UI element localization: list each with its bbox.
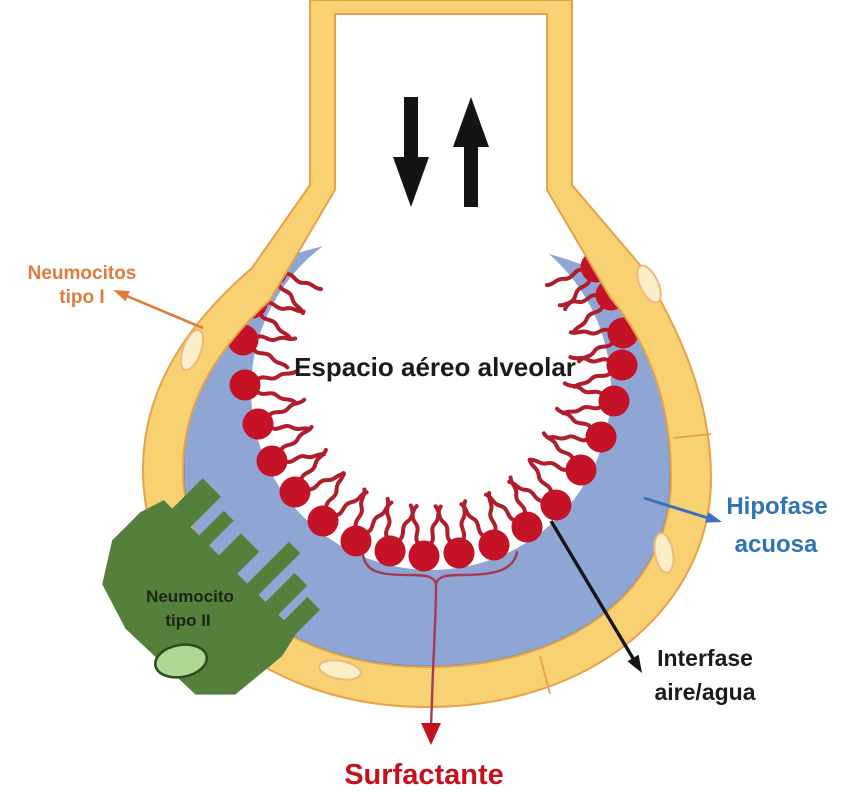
pneumocyte1-label-line1: Neumocitos: [28, 263, 137, 284]
microvillus: [195, 510, 234, 549]
interface-label-line2: aire/agua: [655, 679, 756, 705]
air-space-label: Espacio aéreo alveolar: [294, 352, 576, 382]
pneumocyte1-label-line2: tipo I: [59, 287, 104, 308]
wall-segment-line: [539, 655, 551, 695]
wall-segment-line: [672, 433, 712, 439]
wall-nucleus: [318, 659, 362, 681]
interface-leader-line: [549, 520, 636, 661]
type2-pneumocyte-cell: [102, 478, 321, 695]
microvillus: [215, 533, 260, 578]
microvillus: [280, 597, 321, 637]
type2-cell-nucleus: [153, 643, 209, 679]
pneumocyte1-arrowhead: [113, 290, 130, 302]
airflow-up-arrow-icon: [453, 97, 489, 207]
surfactant-leader-line: [429, 582, 438, 728]
airflow-down-arrow-icon: [393, 97, 429, 207]
wall-nucleus: [636, 264, 662, 304]
hypophase-arrowhead: [705, 512, 722, 523]
wall-nucleus: [179, 329, 205, 371]
surfactant-label: Surfactante: [344, 759, 504, 791]
alveolar-wall: [141, 0, 713, 709]
microvillus: [262, 572, 308, 619]
hypophase-label-line1: Hipofase: [726, 493, 827, 520]
surfactant-arrowhead: [421, 723, 441, 745]
interface-arrowhead: [627, 654, 642, 673]
type1-pneumocyte-nuclei: [179, 264, 675, 681]
microvillus: [243, 541, 301, 599]
type2-cell-label-line1: Neumocito: [146, 587, 234, 606]
type2-cell-label-line2: tipo II: [165, 611, 210, 630]
hypophase-label-line2: acuosa: [735, 531, 818, 558]
microvillus: [168, 478, 222, 531]
interface-label-line1: Interfase: [657, 645, 753, 671]
pneumocyte1-leader-line: [121, 292, 204, 330]
hypophase-leader-line: [643, 496, 709, 520]
wall-nucleus: [653, 532, 675, 574]
